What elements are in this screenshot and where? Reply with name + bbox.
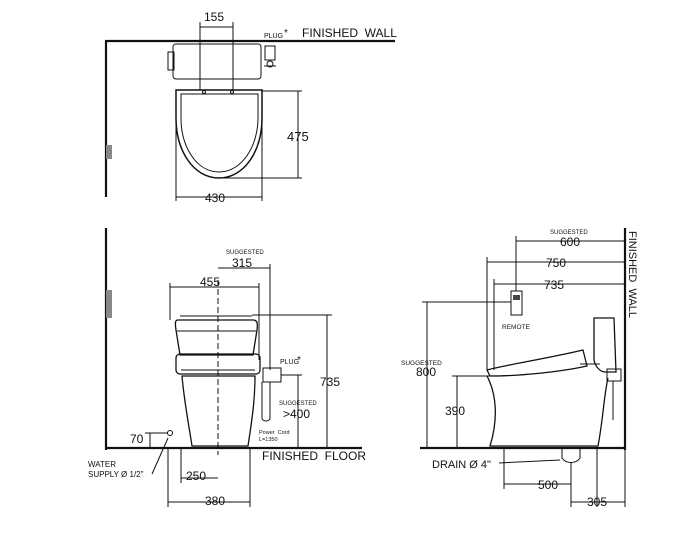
label-asterisk-front: * (297, 355, 301, 366)
label-750: 750 (546, 256, 566, 270)
label-250: 250 (186, 469, 206, 483)
top-tank (172, 43, 262, 80)
top-tank-left-cap (167, 51, 175, 71)
side-tank (593, 317, 617, 373)
label-800: 800 (416, 365, 436, 379)
label-400: >400 (283, 407, 310, 421)
top-plug-box (264, 45, 276, 61)
water-leader (151, 437, 169, 475)
label-735-front: 735 (320, 375, 340, 389)
side-drain (561, 448, 581, 463)
front-wall-fitting (106, 290, 112, 318)
top-wall-fitting (106, 145, 112, 159)
side-bowl (486, 375, 609, 447)
top-plug-circle (266, 60, 274, 68)
water-supply-fitting (167, 430, 173, 436)
label-455: 455 (200, 275, 220, 289)
label-asterisk-top: * (284, 28, 288, 39)
label-155: 155 (204, 10, 224, 24)
label-water-1: WATER (88, 460, 116, 469)
top-hinge-left (202, 90, 206, 94)
front-bowl-base (181, 375, 256, 447)
top-view-labels: 155 PLUG * FINISHED WALL 475 430 (204, 10, 397, 205)
side-seat-lid (486, 349, 588, 377)
label-600: 600 (560, 235, 580, 249)
label-water-2: SUPPLY Ø 1/2" (88, 470, 144, 479)
remote-control (510, 290, 523, 316)
front-tank (174, 319, 259, 356)
drain-leader (498, 459, 561, 464)
label-suggested-600: SUGGESTED (550, 230, 588, 236)
label-suggested-400: SUGGESTED (279, 401, 317, 407)
label-drain: DRAIN Ø 4" (432, 459, 491, 471)
front-view (104, 228, 362, 507)
label-cord-length: L=1350 (259, 437, 278, 443)
label-plug-top: PLUG (264, 33, 283, 40)
label-suggested-315: SUGGESTED (226, 250, 264, 256)
label-380: 380 (205, 494, 225, 508)
label-305: 305 (587, 495, 607, 509)
label-finished-floor: FINISHED FLOOR (262, 449, 366, 463)
label-430: 430 (205, 191, 225, 205)
front-plug-box (262, 367, 282, 383)
top-seat-inner (180, 93, 259, 173)
label-475: 475 (287, 129, 309, 144)
side-view (420, 228, 627, 507)
side-view-labels: SUGGESTED 600 750 735 REMOTE SUGGESTED 8… (401, 230, 638, 509)
front-cord-loop (261, 382, 271, 422)
label-390: 390 (445, 404, 465, 418)
label-735-side: 735 (544, 278, 564, 292)
label-plug-front: PLUG (280, 359, 299, 366)
label-finished-wall-top: FINISHED WALL (302, 26, 397, 40)
label-remote: REMOTE (502, 324, 530, 331)
front-view-labels: SUGGESTED 315 455 PLUG * SUGGESTED >400 … (88, 250, 366, 508)
label-70: 70 (130, 432, 144, 446)
remote-screen (513, 295, 520, 300)
side-rear-fitting (606, 368, 622, 382)
top-hinge-right (230, 90, 234, 94)
label-finished-wall-side: FINISHED WALL (626, 231, 638, 318)
label-500: 500 (538, 478, 558, 492)
top-view (104, 22, 395, 201)
label-suggested-800: SUGGESTED (401, 360, 442, 367)
label-315: 315 (232, 256, 252, 270)
label-power-cord: Power Cord (259, 430, 290, 436)
top-bowl-outline (175, 89, 263, 179)
